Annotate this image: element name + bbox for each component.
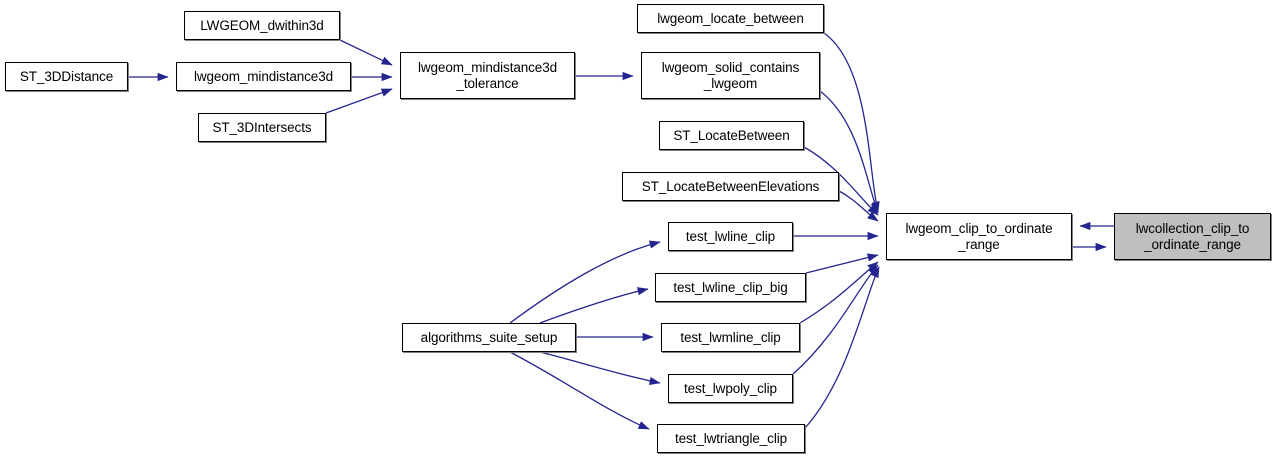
edge — [509, 240, 661, 324]
graph-node-label: test_lwtriangle_clip — [674, 430, 788, 446]
graph-node-label: ST_LocateBetween — [673, 127, 790, 143]
graph-node-label: test_lwmline_clip — [680, 329, 781, 345]
graph-node-st_locatebetween[interactable]: ST_LocateBetween — [659, 121, 804, 150]
graph-node-label: ST_3DDistance — [19, 68, 114, 84]
graph-node-test_lwline_clip[interactable]: test_lwline_clip — [668, 222, 793, 251]
graph-node-lwgeom_dwithin3d[interactable]: LWGEOM_dwithin3d — [184, 11, 340, 40]
graph-node-label: LWGEOM_dwithin3d — [200, 17, 324, 33]
graph-node-test_lwtriangle_clip[interactable]: test_lwtriangle_clip — [657, 424, 805, 453]
edge — [509, 351, 650, 430]
graph-node-test_lwmline_clip[interactable]: test_lwmline_clip — [661, 323, 800, 352]
graph-node-lwgeom_solid_contains_lwgeom[interactable]: lwgeom_solid_contains _lwgeom — [641, 52, 820, 99]
graph-node-label: ST_LocateBetweenElevations — [641, 178, 820, 194]
graph-node-algorithms_suite_setup[interactable]: algorithms_suite_setup — [402, 323, 576, 352]
graph-node-lwgeom_mindistance3d[interactable]: lwgeom_mindistance3d — [176, 62, 351, 91]
graph-node-label: lwgeom_clip_to_ordinate _range — [905, 220, 1053, 252]
graph-node-label: lwgeom_locate_between — [657, 10, 804, 26]
graph-node-label: test_lwpoly_clip — [684, 380, 777, 396]
graph-node-lwcollection_clip_to_ordinate_range[interactable]: lwcollection_clip_to _ordinate_range — [1114, 213, 1271, 260]
edge — [838, 190, 879, 222]
edge — [325, 88, 393, 114]
graph-node-label: lwgeom_mindistance3d _tolerance — [417, 59, 558, 91]
graph-node-test_lwpoly_clip[interactable]: test_lwpoly_clip — [668, 374, 793, 403]
graph-node-label: lwgeom_solid_contains _lwgeom — [661, 59, 800, 91]
graph-node-lwgeom_mindistance3d_tolerance[interactable]: lwgeom_mindistance3d _tolerance — [400, 52, 575, 99]
edge — [539, 351, 661, 386]
edge — [799, 261, 879, 324]
graph-node-label: test_lwline_clip_big — [673, 279, 788, 295]
graph-node-st_3dintersects[interactable]: ST_3DIntersects — [198, 113, 326, 142]
graph-node-st_locatebetweenelevations[interactable]: ST_LocateBetweenElevations — [622, 172, 839, 201]
graph-node-label: test_lwline_clip — [685, 228, 776, 244]
graph-node-lwgeom_clip_to_ordinate_range[interactable]: lwgeom_clip_to_ordinate _range — [886, 213, 1072, 260]
graph-node-label: lwgeom_mindistance3d — [193, 68, 334, 84]
graph-node-label: algorithms_suite_setup — [420, 329, 558, 345]
graph-node-label: ST_3DIntersects — [212, 119, 312, 135]
edge — [805, 253, 879, 274]
edge — [539, 287, 649, 324]
graph-node-st_3ddistance[interactable]: ST_3DDistance — [5, 62, 128, 91]
graph-node-label: lwcollection_clip_to _ordinate_range — [1135, 220, 1250, 252]
graph-node-test_lwline_clip_big[interactable]: test_lwline_clip_big — [655, 273, 806, 302]
graph-node-lwgeom_locate_between[interactable]: lwgeom_locate_between — [637, 4, 824, 33]
edge — [804, 266, 880, 429]
